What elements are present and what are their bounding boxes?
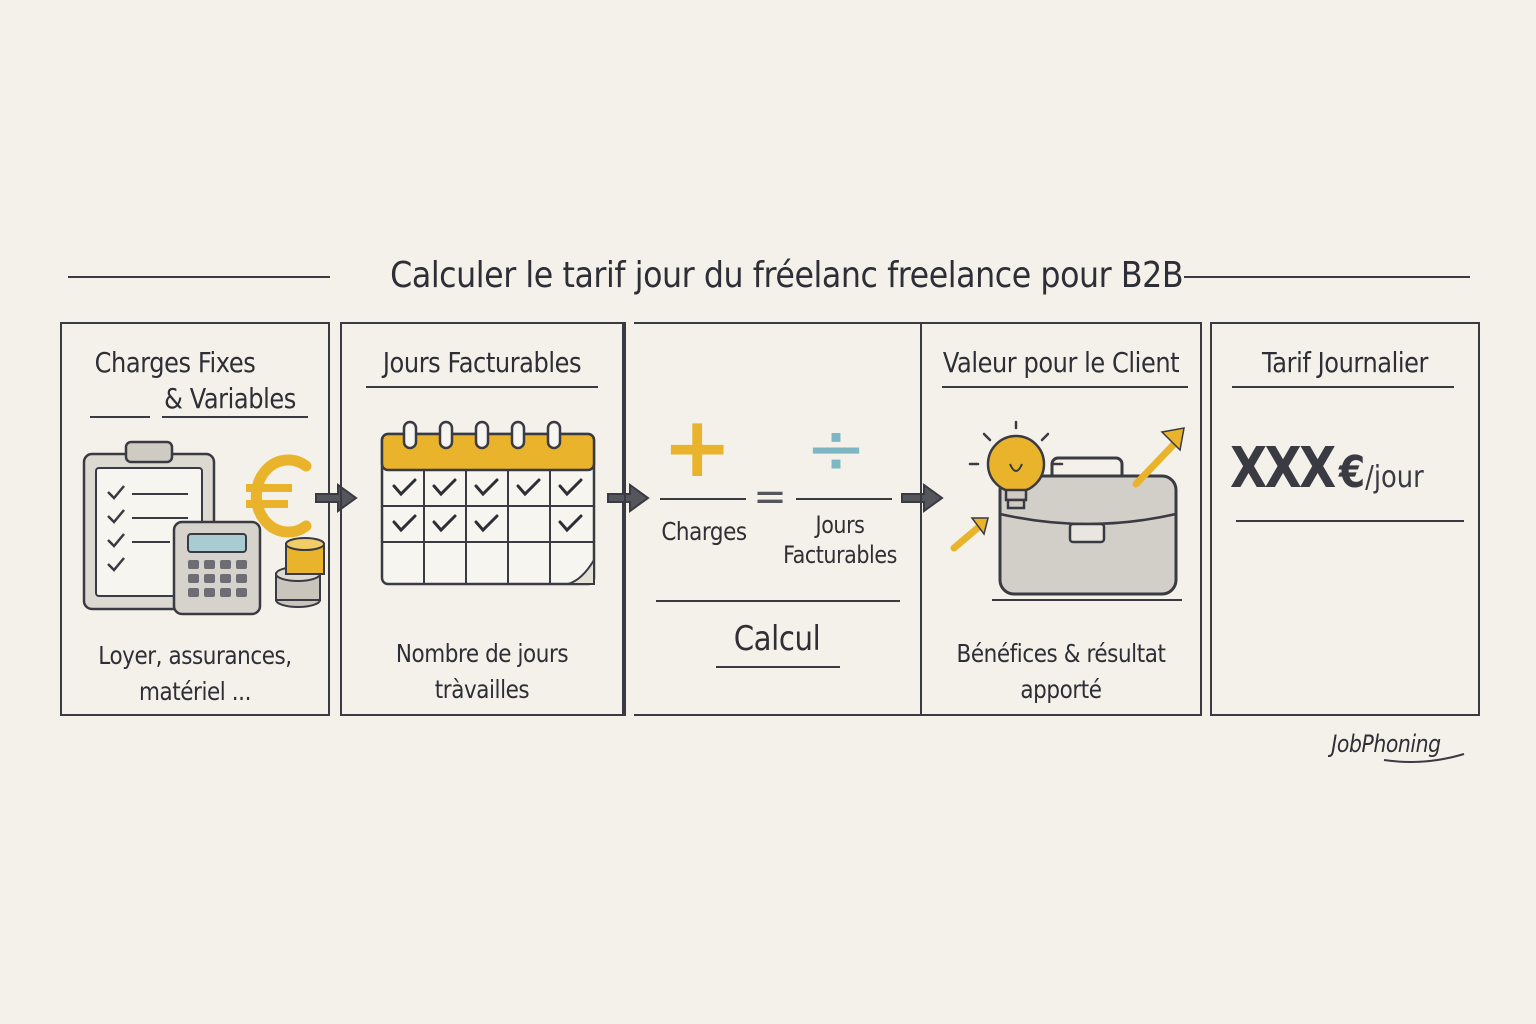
growth-arrow-icon [950,427,1185,552]
panel-jours-title: Jours Facturables [382,346,582,379]
panel-charges-title-line1: Charges Fixes [94,346,256,379]
denominator-label-line1: Jours [815,511,865,539]
equals-symbol: = [753,474,787,520]
panel-charges: Charges Fixes & Variables [60,322,330,716]
panel-charges-caption-line2: matériel ... [139,677,251,706]
daily-rate-unit: /jour [1365,460,1424,495]
divide-symbol: ÷ [804,406,867,492]
calendar-icon [380,420,596,586]
daily-rate-value: XXX€/jour [1230,436,1436,501]
daily-rate-currency: € [1338,447,1366,498]
panel-tarif: Tarif Journalier XXX€/jour [1210,322,1480,716]
euro-icon [246,454,312,538]
panel-valeur-title-rule [942,386,1188,388]
panel-tarif-title-rule [1232,386,1454,388]
denominator-rule [796,498,892,500]
plus-symbol: + [662,398,733,496]
briefcase-icon [992,456,1182,601]
calcul-caption: Calcul [733,619,821,659]
calculator-icon [172,520,262,616]
panel-charges-title-rule [90,416,150,418]
valeur-illustration [950,420,1185,601]
panel-calcul: + ÷ = Charges Jours Facturables Calcul [634,322,920,716]
panel-jours: Jours Facturables Nombre de jours tràvai… [340,322,624,716]
brand-underline [1383,753,1465,763]
title-rule-left [68,276,330,278]
panel-jours-caption-line2: tràvailles [434,675,530,704]
lightbulb-icon [968,420,1064,510]
panel-charges-title-line2: & Variables [164,382,296,415]
flow-arrow-2 [607,483,650,513]
calcul-divider [656,600,900,602]
panel-charges-caption-line1: Loyer, assurances, [98,641,292,670]
panel-valeur-caption-line2: apporté [1020,675,1102,704]
panel-jours-caption-line1: Nombre de jours [395,639,569,668]
denominator-label-line2: Facturables [783,541,897,569]
numerator-label: Charges [661,517,747,546]
daily-rate-amount: XXX [1230,436,1336,501]
flow-arrow-3 [901,483,944,513]
panel-charges-title-rule-right [162,416,308,418]
brand-signature: JobPhoning [1331,730,1441,758]
daily-rate-rule [1236,520,1464,522]
panel-jours-title-rule [366,386,598,388]
calcul-caption-rule [716,666,840,668]
panel-valeur: Valeur pour le Client [920,322,1202,716]
title-rule-right [1184,276,1470,278]
panel-valeur-title: Valeur pour le Client [942,346,1180,379]
coins-icon [275,537,325,608]
panel-tarif-title: Tarif Journalier [1261,346,1429,379]
flow-arrow-1 [315,483,358,513]
charges-illustration [82,440,325,616]
numerator-rule [660,498,746,500]
page-title: Calculer le tarif jour du fréelanc freel… [390,255,1184,296]
panel-calcul-left-border [624,322,626,716]
panel-valeur-caption-line1: Bénéfices & résultat [956,639,1166,668]
